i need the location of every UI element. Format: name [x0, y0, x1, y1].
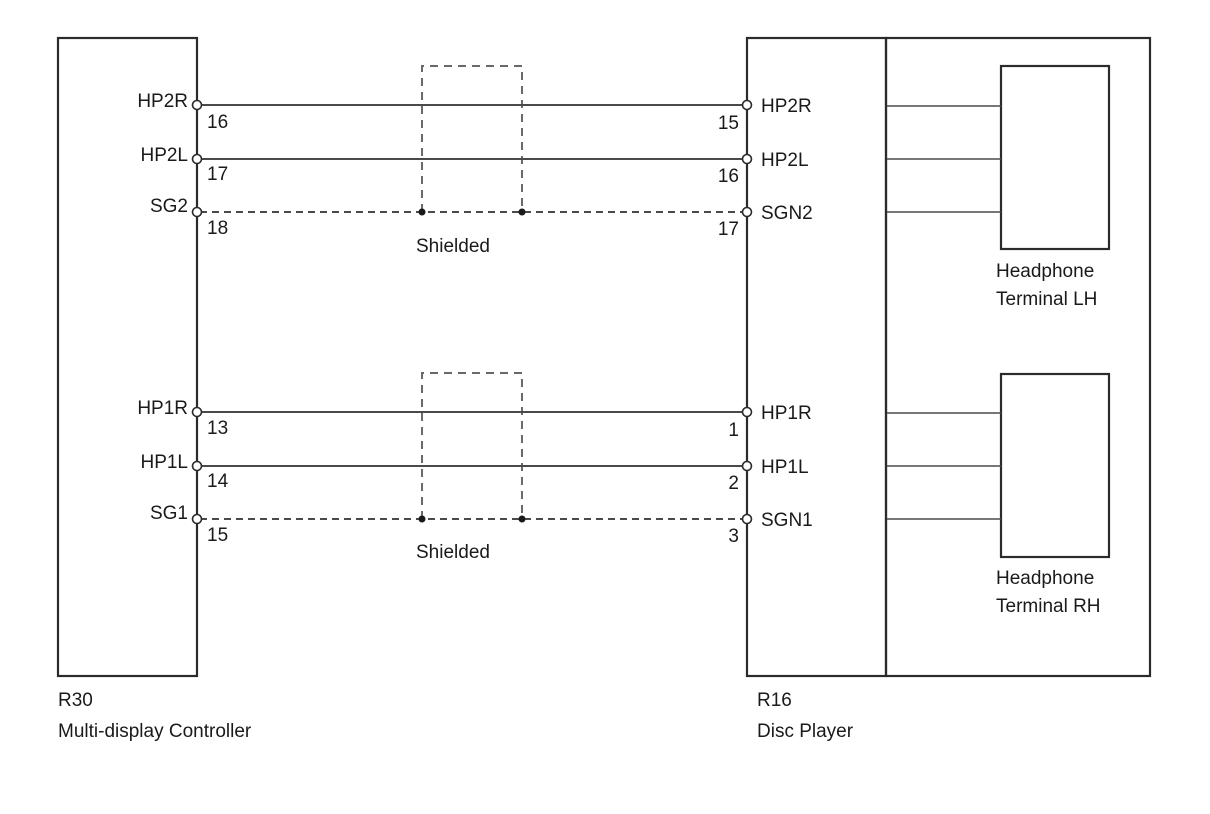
shield-label-upper: Shielded	[416, 236, 490, 257]
right-pin-number: 1	[728, 420, 739, 441]
left-pin-name: SG1	[150, 503, 188, 524]
headphone-lh-label-line2: Terminal LH	[996, 289, 1097, 310]
pin-terminal	[741, 406, 753, 418]
shield-junction-dot	[418, 208, 426, 216]
headphone-rh-wires	[887, 412, 1001, 520]
headphone-rh-label-line1: Headphone	[996, 568, 1094, 589]
right-pin-number: 2	[728, 473, 739, 494]
multi-display-controller-box	[56, 36, 199, 678]
shield-junction-dot	[518, 208, 526, 216]
headphone-lh-label-line1: Headphone	[996, 261, 1094, 282]
pin-terminal	[741, 153, 753, 165]
left-pin-name: HP2R	[137, 91, 188, 112]
right-pin-number: 3	[728, 526, 739, 547]
right-pin-number: 16	[718, 166, 739, 187]
right-connector-name: Disc Player	[757, 721, 854, 742]
left-pin-name: HP1L	[140, 452, 188, 473]
pin-terminal	[191, 513, 203, 525]
right-pin-name: HP1L	[761, 457, 809, 478]
left-pin-name: HP2L	[140, 145, 188, 166]
left-pin-number: 18	[207, 218, 228, 239]
right-pin-name: SGN2	[761, 203, 813, 224]
pin-terminal	[191, 153, 203, 165]
pin-terminal	[191, 99, 203, 111]
left-connector-name: Multi-display Controller	[58, 721, 252, 742]
pin-terminal	[191, 406, 203, 418]
harness-wires	[200, 104, 744, 520]
shield-junction-dot	[418, 515, 426, 523]
left-connector-id: R30	[58, 690, 93, 711]
headphone-lh-wires	[887, 105, 1001, 213]
pin-terminal	[741, 99, 753, 111]
headphone-terminal-rh-box	[999, 372, 1111, 559]
disc-player-headphone-section	[884, 36, 1152, 678]
right-pin-number: 15	[718, 113, 739, 134]
disc-player-box	[745, 36, 888, 678]
shield-loop-upper	[421, 65, 523, 212]
headphone-terminal-lh-box	[999, 64, 1111, 251]
shield-loop-lower	[421, 372, 523, 519]
left-pin-number: 13	[207, 418, 228, 439]
left-pin-number: 15	[207, 525, 228, 546]
pin-terminal	[741, 460, 753, 472]
right-connector-id: R16	[757, 690, 792, 711]
right-pin-number: 17	[718, 219, 739, 240]
shield-junction-dot	[518, 515, 526, 523]
right-connector-pins: HP2R 15 HP2L 16 SGN2 17 HP1R 1 HP1L 2 SG…	[718, 96, 813, 547]
left-pin-name: SG2	[150, 196, 188, 217]
left-pin-name: HP1R	[137, 398, 188, 419]
pin-terminal	[191, 460, 203, 472]
pin-terminal	[741, 206, 753, 218]
right-pin-name: HP2R	[761, 96, 812, 117]
left-connector-pins: HP2R 16 HP2L 17 SG2 18 HP1R 13 HP1L 14 S…	[137, 91, 228, 546]
pin-terminal	[191, 206, 203, 218]
right-pin-name: HP2L	[761, 150, 809, 171]
right-pin-name: HP1R	[761, 403, 812, 424]
left-pin-number: 17	[207, 164, 228, 185]
left-pin-number: 16	[207, 112, 228, 133]
right-pin-name: SGN1	[761, 510, 813, 531]
headphone-rh-label-line2: Terminal RH	[996, 596, 1101, 617]
shield-label-lower: Shielded	[416, 542, 490, 563]
pin-terminal	[741, 513, 753, 525]
left-pin-number: 14	[207, 471, 229, 492]
